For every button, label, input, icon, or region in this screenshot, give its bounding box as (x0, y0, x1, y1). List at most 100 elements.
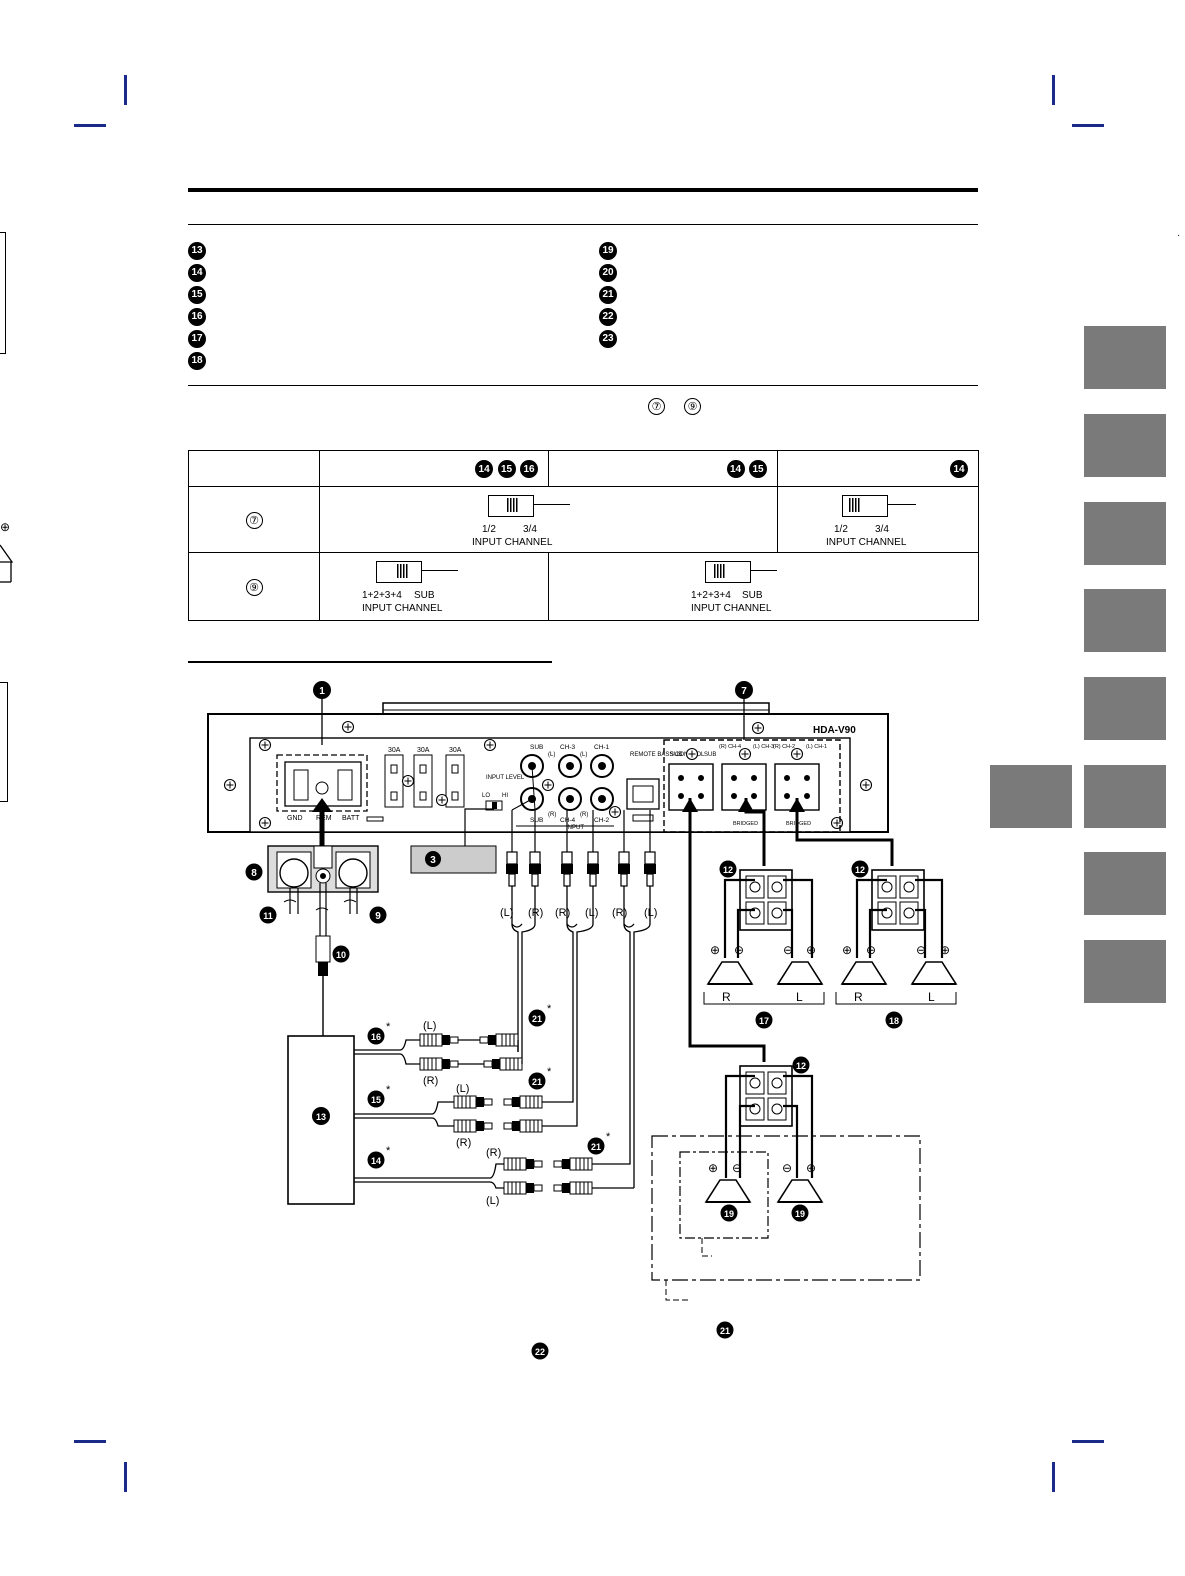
svg-text:19: 19 (795, 1209, 805, 1219)
table-cell-7-b: 1/2 3/4 INPUT CHANNEL (777, 486, 979, 553)
spk-label-sub2: SUB (704, 752, 716, 758)
term-gnd: GND (287, 815, 303, 822)
svg-text:9: 9 (375, 911, 381, 922)
term-batt: BATT (342, 815, 360, 822)
rca-top-ch3: CH-3 (560, 744, 576, 751)
svg-text:12: 12 (723, 865, 733, 875)
rca-bottom-sub: SUB (530, 817, 543, 824)
rca-lr-3: (L) (580, 752, 587, 758)
input-level-label: INPUT LEVEL (486, 775, 525, 781)
legend-item-14: 14 (188, 263, 206, 282)
remote-lead-connector (315, 935, 331, 1036)
switch-9b-label: INPUT CHANNEL (691, 603, 772, 614)
callout-7: 7 (735, 681, 753, 740)
callout-10: 10 (332, 945, 350, 963)
crop-mark-tr-h (1072, 124, 1104, 127)
switch-9a-pos-1: 1+2+3+4 (362, 590, 402, 601)
svg-text:3: 3 (430, 855, 436, 866)
speaker-group-17: ⊕⊖ ⊖⊕ R L 12 17 (703, 798, 825, 1029)
callout-3-box: 3 (410, 808, 497, 874)
subwoofer-group: ⊕⊖ ⊖⊕ 12 19 19 (651, 798, 921, 1301)
legend-item-20: 20 (599, 263, 617, 282)
remote-label: REMOTE BASS CONTROL (630, 752, 705, 758)
table-corner-cell (188, 450, 320, 487)
svg-text:⊕: ⊕ (708, 1161, 718, 1175)
side-tab-3 (1084, 502, 1166, 565)
note-ref-7: ⑦ (648, 397, 665, 415)
speaker-group-18: ⊕⊖ ⊖⊕ R L 12 18 (789, 798, 957, 1029)
head-unit: 13 (287, 1035, 355, 1205)
crop-mark-br-v (1052, 1462, 1055, 1492)
svg-text:*: * (606, 1131, 611, 1143)
spk17-l: L (796, 990, 803, 1004)
fuse-3-label: 30A (449, 747, 462, 754)
legend-item-13: 13 (188, 241, 206, 260)
svg-text:*: * (386, 1084, 391, 1096)
spk-label-ch2: (R) CH-2 (773, 744, 795, 750)
left-bleed-arrow (0, 544, 14, 583)
switch-7a-pos-1: 1/2 (482, 524, 496, 535)
spk17-r: R (722, 990, 731, 1004)
spk-label-ch3: (L) CH-3 (753, 744, 774, 750)
c15-r: (R) (456, 1137, 471, 1149)
spk18-r: R (854, 990, 863, 1004)
header-rule (188, 188, 978, 192)
fuses: 30A 30A 30A (384, 747, 465, 808)
svg-text:*: * (386, 1021, 391, 1033)
c16-r: (R) (423, 1075, 438, 1087)
legend-item-15: 15 (188, 285, 206, 304)
slide-switch-7b (842, 495, 888, 517)
legend-item-21: 21 (599, 285, 617, 304)
spk-label-sub1: SUB (670, 752, 682, 758)
note-ref-9: ⑨ (684, 397, 701, 415)
switch-9a-label: INPUT CHANNEL (362, 603, 443, 614)
svg-text:21: 21 (720, 1326, 730, 1336)
crop-mark-tl-h (74, 124, 106, 127)
svg-text:8: 8 (251, 868, 257, 879)
rca-lr-2: (R) (548, 812, 556, 818)
slide-switch-7a (488, 495, 534, 517)
legend-bottom-rule (188, 385, 978, 386)
cable-set-15: (L) (R) 15 * 21 * (354, 1066, 578, 1149)
switch-7b-pos-2: 3/4 (875, 524, 889, 535)
table-header-2: 14 15 (548, 450, 778, 487)
spk18-l: L (928, 990, 935, 1004)
rca-out-4: (L) (585, 907, 598, 919)
rca-out-5: (R) (612, 907, 627, 919)
svg-text:11: 11 (263, 911, 273, 921)
note-21: 21 (716, 1321, 734, 1339)
input-level-switch: INPUT LEVEL LO HI (482, 775, 525, 811)
switch-7b-label: INPUT CHANNEL (826, 537, 907, 548)
side-tab-2 (1084, 414, 1166, 477)
left-bleed-box-1 (0, 232, 6, 354)
svg-text:⊖: ⊖ (783, 943, 793, 957)
switch-7a-pos-2: 3/4 (523, 524, 537, 535)
slide-switch-9b (705, 561, 751, 583)
table-header-3: 14 (777, 450, 979, 487)
legend-top-rule (188, 224, 978, 225)
legend-item-23: 23 (599, 329, 617, 348)
callout-8: 8 (245, 863, 263, 881)
callout-11: 11 (259, 906, 277, 924)
spk-label-ch4: (R) CH-4 (719, 744, 741, 750)
speaker-terminals: SUB SUB (R) CH-4 (L) CH-3 (R) CH-2 (L) C… (663, 739, 841, 833)
side-dot: · (1177, 230, 1181, 241)
remote-bass-control-port: REMOTE BASS CONTROL (626, 752, 705, 822)
svg-text:⊖: ⊖ (732, 1161, 742, 1175)
crop-mark-bl-v (124, 1462, 127, 1492)
svg-text:⊕: ⊕ (806, 943, 816, 957)
c14-l: (L) (486, 1195, 499, 1207)
svg-text:⊖: ⊖ (734, 943, 744, 957)
spk-label-ch1: (L) CH-1 (806, 744, 827, 750)
svg-text:⊖: ⊖ (866, 943, 876, 957)
svg-text:21: 21 (532, 1077, 542, 1087)
svg-text:10: 10 (336, 950, 346, 960)
svg-text:22: 22 (535, 1347, 545, 1357)
side-tab-8 (1084, 940, 1166, 1003)
legend-item-22: 22 (599, 307, 617, 326)
rca-lr-4: (R) (580, 812, 588, 818)
crop-mark-bl-h (74, 1440, 106, 1443)
svg-text:13: 13 (316, 1112, 326, 1122)
crop-mark-tr-v (1052, 75, 1055, 105)
side-tab-7 (1084, 852, 1166, 915)
